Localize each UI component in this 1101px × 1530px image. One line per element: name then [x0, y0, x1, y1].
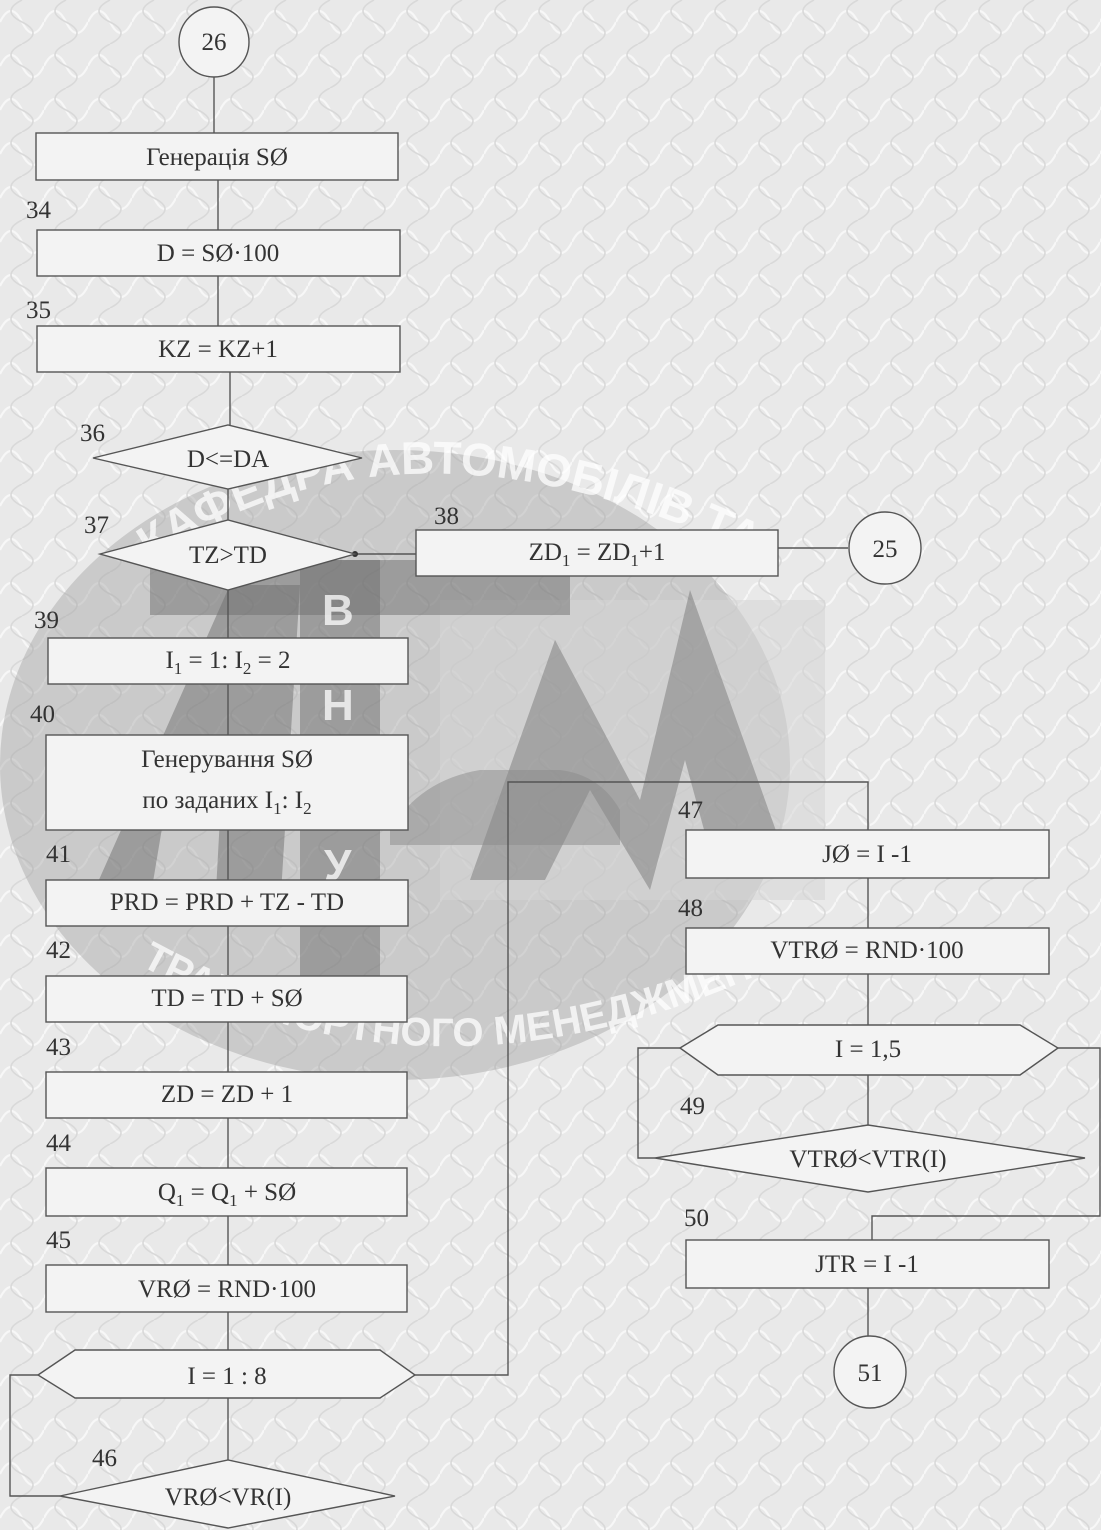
block-39-label: I1 = 1: I2 = 2 [165, 647, 290, 678]
step-number-43: 43 [46, 1034, 71, 1061]
block-45-label: VRØ = RND·100 [138, 1276, 316, 1303]
step-number-48: 48 [678, 895, 703, 922]
loop-i-1-5-label: I = 1,5 [835, 1036, 901, 1063]
block-47-label: JØ = I -1 [822, 841, 912, 868]
step-number-46: 46 [92, 1445, 117, 1472]
loop-i-1-8-label: I = 1 : 8 [187, 1363, 266, 1390]
connector-51-label: 51 [858, 1360, 883, 1387]
decision-49-label: VTRØ<VTR(I) [789, 1146, 946, 1173]
block-40-line1: Генерування SØ [141, 746, 313, 773]
block-generation-s0-label: Генерація SØ [146, 144, 288, 171]
decision-37-label: TZ>TD [189, 542, 267, 569]
step-number-39: 39 [34, 607, 59, 634]
step-number-47: 47 [678, 797, 703, 824]
block-50-label: JTR = I -1 [815, 1251, 919, 1278]
block-38-label: ZD1 = ZD1+1 [529, 539, 666, 570]
step-number-42: 42 [46, 937, 71, 964]
block-42-label: TD = TD + SØ [151, 985, 302, 1012]
step-number-36: 36 [80, 420, 105, 447]
step-number-35: 35 [26, 297, 51, 324]
block-34-label: D = SØ·100 [157, 240, 279, 267]
connector-25-label: 25 [873, 536, 898, 563]
block-35-label: KZ = KZ+1 [158, 336, 278, 363]
step-number-44: 44 [46, 1130, 72, 1157]
step-number-45: 45 [46, 1227, 71, 1254]
step-number-49: 49 [680, 1093, 705, 1120]
step-number-41: 41 [46, 841, 71, 868]
step-number-38: 38 [434, 503, 459, 530]
step-number-37: 37 [84, 512, 109, 539]
block-48-label: VTRØ = RND·100 [770, 937, 963, 964]
block-41-label: PRD = PRD + TZ - TD [110, 889, 344, 916]
block-43-label: ZD = ZD + 1 [161, 1081, 293, 1108]
step-number-40: 40 [30, 701, 55, 728]
step-number-50: 50 [684, 1205, 709, 1232]
connector-26-label: 26 [202, 29, 227, 56]
decision-46-label: VRØ<VR(I) [165, 1484, 292, 1511]
block-40-line2: по заданих I1: I2 [142, 787, 311, 818]
step-number-34: 34 [26, 197, 52, 224]
decision-36-label: D<=DA [187, 446, 269, 473]
